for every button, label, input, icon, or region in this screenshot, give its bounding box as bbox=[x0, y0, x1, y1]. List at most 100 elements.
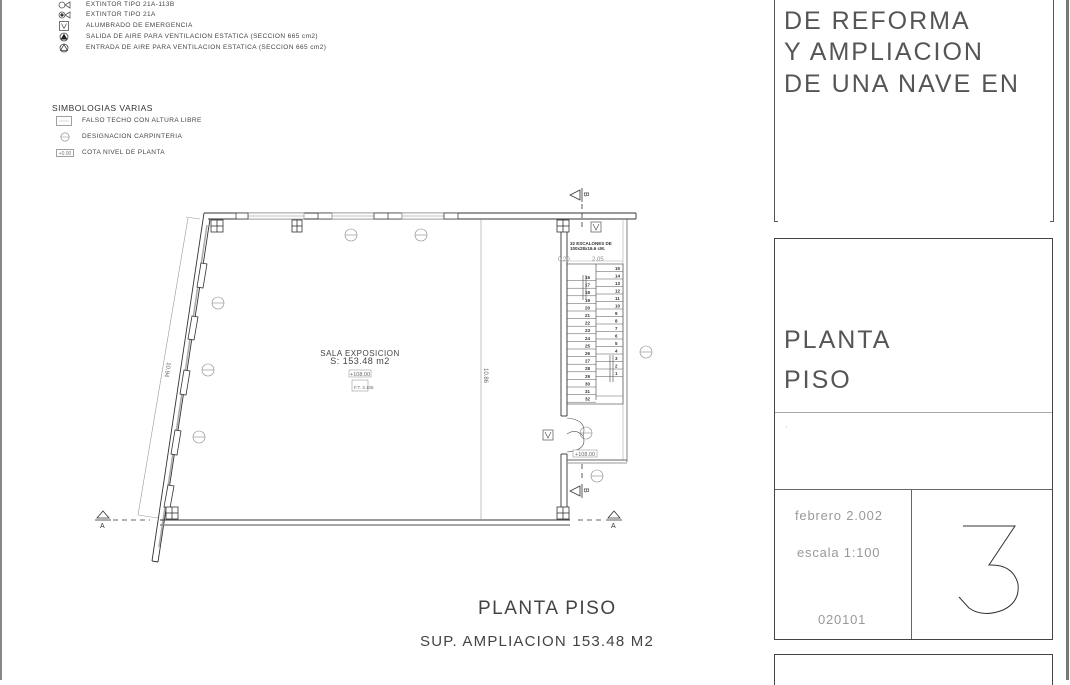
section-marker-b-bottom bbox=[569, 464, 583, 498]
drawing-frame-left bbox=[0, 0, 2, 680]
dim-stair-b: 2.05 bbox=[592, 257, 604, 263]
sheet-box bbox=[774, 238, 1053, 640]
stair-step-number: 28 bbox=[585, 366, 591, 371]
stair-step-number: 32 bbox=[585, 397, 591, 402]
project-box bbox=[774, 0, 1054, 222]
false-ceiling-icon bbox=[56, 115, 72, 126]
dim-line-left bbox=[137, 217, 189, 516]
dim-left-label: 10.94 bbox=[163, 362, 171, 378]
stair-numbers: 1514131211109876543211617181920212223242… bbox=[585, 266, 621, 402]
air-outlet-icon bbox=[59, 32, 69, 41]
legend-item: DESIGNACION CARPINTERIA bbox=[58, 131, 182, 142]
emergency-light-icon bbox=[59, 20, 69, 31]
legend-varias-title: SIMBOLOGIAS VARIAS bbox=[52, 103, 153, 113]
project-line: DE UNA NAVE EN bbox=[784, 70, 1020, 98]
sheet-name-line: PLANTA bbox=[784, 326, 892, 354]
legend-label: SALIDA DE AIRE PARA VENTILACION ESTATICA… bbox=[86, 33, 318, 40]
stair-step-number: 25 bbox=[585, 343, 591, 348]
stair-step-number: 30 bbox=[585, 381, 591, 386]
stair-step-number: 4 bbox=[615, 349, 618, 354]
stair-step-number: 3 bbox=[615, 356, 618, 361]
section-marker-b-top bbox=[569, 188, 583, 230]
stair-step-number: 27 bbox=[585, 359, 591, 364]
legend-item: SALIDA DE AIRE PARA VENTILACION ESTATICA… bbox=[58, 31, 318, 42]
stair-step-number: 20 bbox=[585, 305, 591, 310]
legend-item: ALUMBRADO DE EMERGENCIA bbox=[58, 20, 193, 31]
svg-text:+0.00: +0.00 bbox=[59, 151, 72, 157]
stair-step-number: 17 bbox=[585, 283, 591, 288]
sheet-name-line: PISO bbox=[784, 366, 852, 394]
bottom-box bbox=[774, 654, 1053, 685]
stair-step-number: 24 bbox=[585, 336, 591, 341]
divider bbox=[775, 489, 1052, 490]
columns bbox=[165, 219, 570, 520]
stair-step-number: 1 bbox=[615, 371, 618, 376]
project-line: DE REFORMA bbox=[784, 7, 971, 35]
extinguisher-empty-icon bbox=[58, 0, 71, 9]
section-a-label: A bbox=[100, 523, 105, 530]
stair-step-number: 16 bbox=[585, 275, 591, 280]
extinguisher-filled-icon bbox=[58, 10, 71, 19]
stair-step-number: 2 bbox=[615, 364, 618, 369]
stair-level: +108.00 bbox=[575, 452, 595, 458]
stair-step-number: 31 bbox=[585, 389, 591, 394]
floor-plan: 10.86 10.94 1514131211109876543211617181… bbox=[95, 188, 653, 563]
air-inlet-icon bbox=[59, 43, 69, 52]
stair-step-number: 21 bbox=[585, 313, 591, 318]
plan-subtitle: SUP. AMPLIACION 153.48 M2 bbox=[420, 633, 654, 650]
stair-step-number: 11 bbox=[615, 296, 620, 301]
carpentry-tags bbox=[192, 228, 653, 483]
section-a-label: A bbox=[611, 523, 616, 530]
stair-step-number: 29 bbox=[585, 374, 591, 379]
level-icon: +0.00 bbox=[56, 148, 74, 157]
stair-step-number: 9 bbox=[615, 311, 618, 316]
drawing-frame-right bbox=[1066, 0, 1069, 680]
legend-label: EXTINTOR TIPO 21A bbox=[86, 11, 156, 18]
legend-label: COTA NIVEL DE PLANTA bbox=[82, 149, 166, 156]
stair-step-number: 26 bbox=[585, 351, 591, 356]
legend-label: FALSO TECHO CON ALTURA LIBRE bbox=[82, 117, 202, 124]
divider bbox=[911, 489, 912, 639]
bottom-wall bbox=[160, 519, 570, 526]
stair-note-2: 100x28x16.6 cM. bbox=[570, 246, 605, 251]
project-line: Y AMPLIACION bbox=[784, 38, 984, 66]
stair-step-number: 13 bbox=[615, 281, 621, 286]
section-b-label: B bbox=[582, 192, 589, 197]
legend-item: +0.00 COTA NIVEL DE PLANTA bbox=[56, 147, 165, 158]
section-marker-a-right bbox=[578, 510, 622, 521]
room-level: +108.00 bbox=[350, 372, 370, 378]
stair-step-number: 10 bbox=[615, 304, 621, 309]
legend-label: EXTINTOR TIPO 21A-113B bbox=[86, 1, 175, 8]
section-b-label: B bbox=[582, 488, 589, 493]
stair-step-number: 22 bbox=[585, 321, 591, 326]
carpentry-icon bbox=[60, 132, 70, 141]
room-name: SALA EXPOSICION bbox=[320, 349, 400, 358]
stair-step-number: 14 bbox=[615, 274, 621, 279]
stair-step-number: 8 bbox=[615, 319, 618, 324]
legend-label: ALUMBRADO DE EMERGENCIA bbox=[86, 22, 193, 29]
stair-step-number: 23 bbox=[585, 328, 591, 333]
sheet-number bbox=[958, 525, 1019, 614]
plan-title: PLANTA PISO bbox=[478, 598, 617, 619]
legend-label: DESIGNACION CARPINTERIA bbox=[82, 133, 183, 140]
emergency-light-icon bbox=[542, 429, 554, 441]
stair-step-number: 7 bbox=[615, 326, 618, 331]
emergency-light-icon bbox=[590, 221, 602, 233]
stair-step-number: 12 bbox=[615, 289, 621, 294]
left-windows bbox=[163, 262, 208, 509]
legend-item: EXTINTOR TIPO 21A-113B bbox=[58, 0, 175, 10]
code-text: 020101 bbox=[818, 612, 867, 627]
legend-item: FALSO TECHO CON ALTURA LIBRE bbox=[56, 115, 202, 126]
stair-note-1: 32 ESCALONES DE bbox=[570, 241, 612, 246]
scale-text: escala 1:100 bbox=[797, 545, 881, 560]
section-marker-a-left bbox=[95, 510, 150, 521]
divider bbox=[775, 412, 1052, 413]
legend-item: ENTRADA DE AIRE PARA VENTILACION ESTATIC… bbox=[58, 42, 326, 53]
stair-step-number: 5 bbox=[615, 341, 618, 346]
dim-stair-a: 0.20 bbox=[558, 257, 570, 263]
dim-mid-label: 10.86 bbox=[482, 368, 488, 384]
date-text: febrero 2.002 bbox=[795, 508, 883, 523]
stair-step-number: 18 bbox=[585, 290, 591, 295]
stair-step-number: 6 bbox=[615, 334, 618, 339]
stair-step-number: 15 bbox=[615, 266, 621, 271]
